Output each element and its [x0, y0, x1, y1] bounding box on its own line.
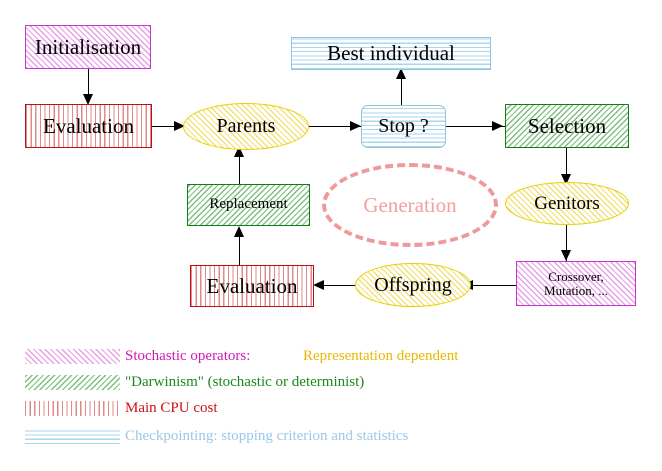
arrowhead-left-evaluation-bottom: [313, 280, 324, 290]
legend-label-checkpointing: Checkpointing: stopping criterion and st…: [125, 427, 409, 444]
arrowhead-down-genitors: [561, 174, 571, 185]
legend-row-darwinism: "Darwinism" (stochastic or determinist): [0, 370, 662, 394]
arrowhead-up-replacement: [234, 226, 244, 237]
node-genitors[interactable]: Genitors: [505, 182, 629, 225]
node-selection-label: Selection: [527, 113, 607, 138]
legend-swatch-blue: [25, 428, 120, 444]
legend-label-stochastic-operators: Stochastic operators:: [125, 347, 251, 364]
legend-label-representation-dependent: Representation dependent: [303, 347, 459, 364]
edge-replacement-to-parents: [239, 148, 240, 184]
edge-parents-to-stop: [308, 126, 362, 127]
arrowhead-right-parents: [174, 121, 185, 131]
node-generation-label: Generation: [363, 192, 457, 217]
legend-row-checkpointing: Checkpointing: stopping criterion and st…: [0, 424, 662, 448]
node-stop[interactable]: Stop ?: [361, 105, 446, 148]
node-replacement[interactable]: Replacement: [187, 184, 310, 226]
arrowhead-right-selection: [492, 121, 503, 131]
arrowhead-down-evaluation-top: [83, 94, 93, 105]
legend: Stochastic operators: Representation dep…: [0, 336, 662, 456]
node-crossover-mutation-label: Crossover, Mutation, ...: [544, 268, 608, 298]
node-genitors-label: Genitors: [534, 192, 600, 214]
arrowhead-right-stop: [350, 121, 361, 131]
legend-label-darwinism: "Darwinism" (stochastic or determinist): [125, 373, 365, 390]
node-parents-label: Parents: [216, 115, 276, 137]
legend-label-main-cpu-cost: Main CPU cost: [125, 399, 218, 416]
edge-offspring-to-evaluation: [318, 285, 360, 286]
edge-evaluation-to-replacement: [239, 228, 240, 266]
edge-evaluation-to-parents: [152, 126, 180, 127]
arrowhead-down-crossover: [561, 250, 571, 261]
node-parents[interactable]: Parents: [183, 103, 309, 150]
legend-swatch-green: [25, 374, 120, 390]
node-initialisation[interactable]: Initialisation: [25, 25, 151, 69]
node-evaluation-bottom-label: Evaluation: [206, 273, 298, 298]
legend-swatch-magenta: [25, 348, 120, 364]
edge-genitors-to-crossover: [566, 224, 567, 262]
node-best-individual[interactable]: Best individual: [291, 37, 491, 70]
node-replacement-label: Replacement: [209, 196, 288, 213]
node-stop-label: Stop ?: [378, 115, 429, 137]
edge-selection-to-genitors: [566, 148, 567, 182]
node-crossover-mutation[interactable]: Crossover, Mutation, ...: [516, 261, 636, 306]
legend-swatch-red: [25, 400, 120, 416]
node-evaluation-top-label: Evaluation: [43, 113, 134, 138]
node-initialisation-label: Initialisation: [34, 34, 142, 59]
edge-crossover-to-offspring: [468, 285, 516, 286]
edge-stop-to-selection: [445, 126, 507, 127]
arrowhead-up-parents: [234, 146, 244, 157]
node-generation: Generation: [322, 163, 498, 247]
legend-row-stochastic: Stochastic operators: Representation dep…: [0, 344, 662, 368]
node-best-individual-label: Best individual: [327, 41, 455, 66]
legend-row-cpu-cost: Main CPU cost: [0, 396, 662, 420]
node-offspring-label: Offspring: [374, 273, 452, 296]
node-selection[interactable]: Selection: [505, 104, 629, 148]
edge-stop-to-best: [401, 70, 402, 106]
arrowhead-up-best-individual: [396, 68, 406, 79]
node-evaluation-bottom[interactable]: Evaluation: [190, 265, 314, 307]
edge-initialisation-to-evaluation: [88, 68, 89, 98]
node-offspring[interactable]: Offspring: [355, 263, 471, 307]
node-evaluation-top[interactable]: Evaluation: [25, 104, 152, 148]
